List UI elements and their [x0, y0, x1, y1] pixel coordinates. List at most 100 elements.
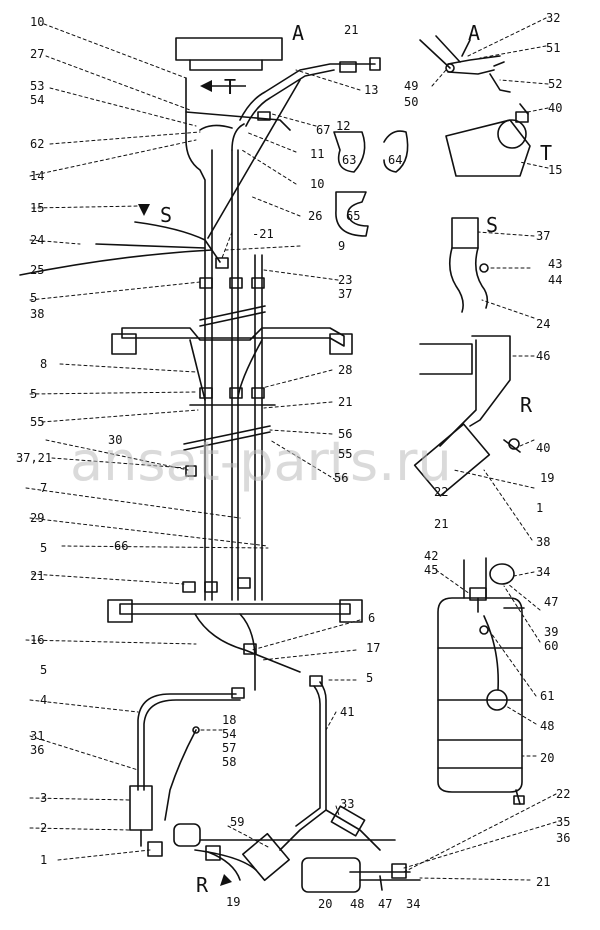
- callout: 29: [30, 511, 44, 525]
- callout: 48: [540, 719, 554, 733]
- callout: 56: [334, 471, 348, 485]
- callout: 5: [30, 387, 37, 401]
- callout: 46: [536, 349, 550, 363]
- callout: 31: [30, 729, 44, 743]
- callout: 43: [548, 257, 562, 271]
- callout: 49: [404, 79, 418, 93]
- callout: 8: [40, 357, 47, 371]
- callout: 53: [30, 79, 44, 93]
- callout: 34: [536, 565, 550, 579]
- callout: 47: [378, 897, 392, 911]
- callout: 50: [404, 95, 418, 109]
- callout: 7: [40, 481, 47, 495]
- callout: 24: [536, 317, 550, 331]
- callout: 10: [30, 15, 44, 29]
- detail-r: [413, 335, 521, 497]
- callout: 35: [556, 815, 570, 829]
- callout: 38: [30, 307, 44, 321]
- callout: 6: [368, 611, 375, 625]
- callout: 61: [540, 689, 554, 703]
- callout: 14: [30, 169, 44, 183]
- callout: 60: [544, 639, 558, 653]
- callout: 18: [222, 713, 236, 727]
- callout: 5: [30, 291, 37, 305]
- callout: 25: [30, 263, 44, 277]
- callout: 24: [30, 233, 44, 247]
- callout: 41: [340, 705, 354, 719]
- callout: 28: [338, 363, 352, 377]
- tube-bundle: [185, 63, 376, 601]
- callout: 12: [336, 119, 350, 133]
- callout: 21: [30, 569, 44, 583]
- detail-letter-a: A: [468, 21, 480, 45]
- callout: 2: [40, 821, 47, 835]
- callout: 55: [30, 415, 44, 429]
- callout: 19: [540, 471, 554, 485]
- callout: 55: [338, 447, 352, 461]
- callout: 54: [30, 93, 44, 107]
- view-letter-t: T: [224, 75, 236, 99]
- leader-lines: [25, 17, 557, 881]
- callout: 44: [548, 273, 562, 287]
- callout: 21: [344, 23, 358, 37]
- side-tank: [437, 557, 525, 805]
- callout: 20: [318, 897, 332, 911]
- callout: -21: [252, 227, 274, 241]
- callout: 42: [424, 549, 438, 563]
- callout: 26: [308, 209, 322, 223]
- callout: 20: [540, 751, 554, 765]
- detail-t: [445, 103, 531, 177]
- callout: 66: [114, 539, 128, 553]
- callout: 37: [338, 287, 352, 301]
- callout: 52: [548, 77, 562, 91]
- callout: 56: [338, 427, 352, 441]
- callout: 1: [536, 501, 543, 515]
- lower-frame: [107, 599, 363, 691]
- view-letter-s: S: [160, 203, 172, 227]
- middle-straps: [183, 404, 276, 451]
- lower-tubes: [129, 681, 396, 882]
- callout: 36: [556, 831, 570, 845]
- callout: 11: [310, 147, 324, 161]
- callout: 4: [40, 693, 47, 707]
- callout: 5: [40, 541, 47, 555]
- callout: 30: [108, 433, 122, 447]
- callout: 19: [226, 895, 240, 909]
- view-letter-a: A: [292, 21, 304, 45]
- detail-letter-s: S: [486, 213, 498, 237]
- callout: 40: [536, 441, 550, 455]
- detail-a: [419, 35, 511, 93]
- callout: 36: [30, 743, 44, 757]
- view-letter-r: R: [196, 873, 209, 897]
- callout: 21: [338, 395, 352, 409]
- callout: 45: [424, 563, 438, 577]
- bottom-tank: [301, 857, 421, 893]
- callout: 32: [546, 11, 560, 25]
- callout: 9: [338, 239, 345, 253]
- callout: 22: [556, 787, 570, 801]
- upper-frame: [111, 305, 353, 401]
- callout: 21: [434, 517, 448, 531]
- callout: 38: [536, 535, 550, 549]
- watermark: ansat-parts.ru: [70, 430, 452, 493]
- callout: 67: [316, 123, 330, 137]
- callout: 48: [350, 897, 364, 911]
- direction-arrows: [138, 80, 232, 886]
- callout: 47: [544, 595, 558, 609]
- left-feed-lines: [19, 79, 301, 276]
- callout: 16: [30, 633, 44, 647]
- callout: 62: [30, 137, 44, 151]
- callout: 5: [40, 663, 47, 677]
- callout: 51: [546, 41, 560, 55]
- callout: 54: [222, 727, 236, 741]
- callout: 27: [30, 47, 44, 61]
- callout: 15: [30, 201, 44, 215]
- callout: 39: [544, 625, 558, 639]
- callout: 21: [536, 875, 550, 889]
- callout: 13: [364, 83, 378, 97]
- top-tank: [175, 37, 283, 71]
- callout: 64: [388, 153, 402, 167]
- callout: 63: [342, 153, 356, 167]
